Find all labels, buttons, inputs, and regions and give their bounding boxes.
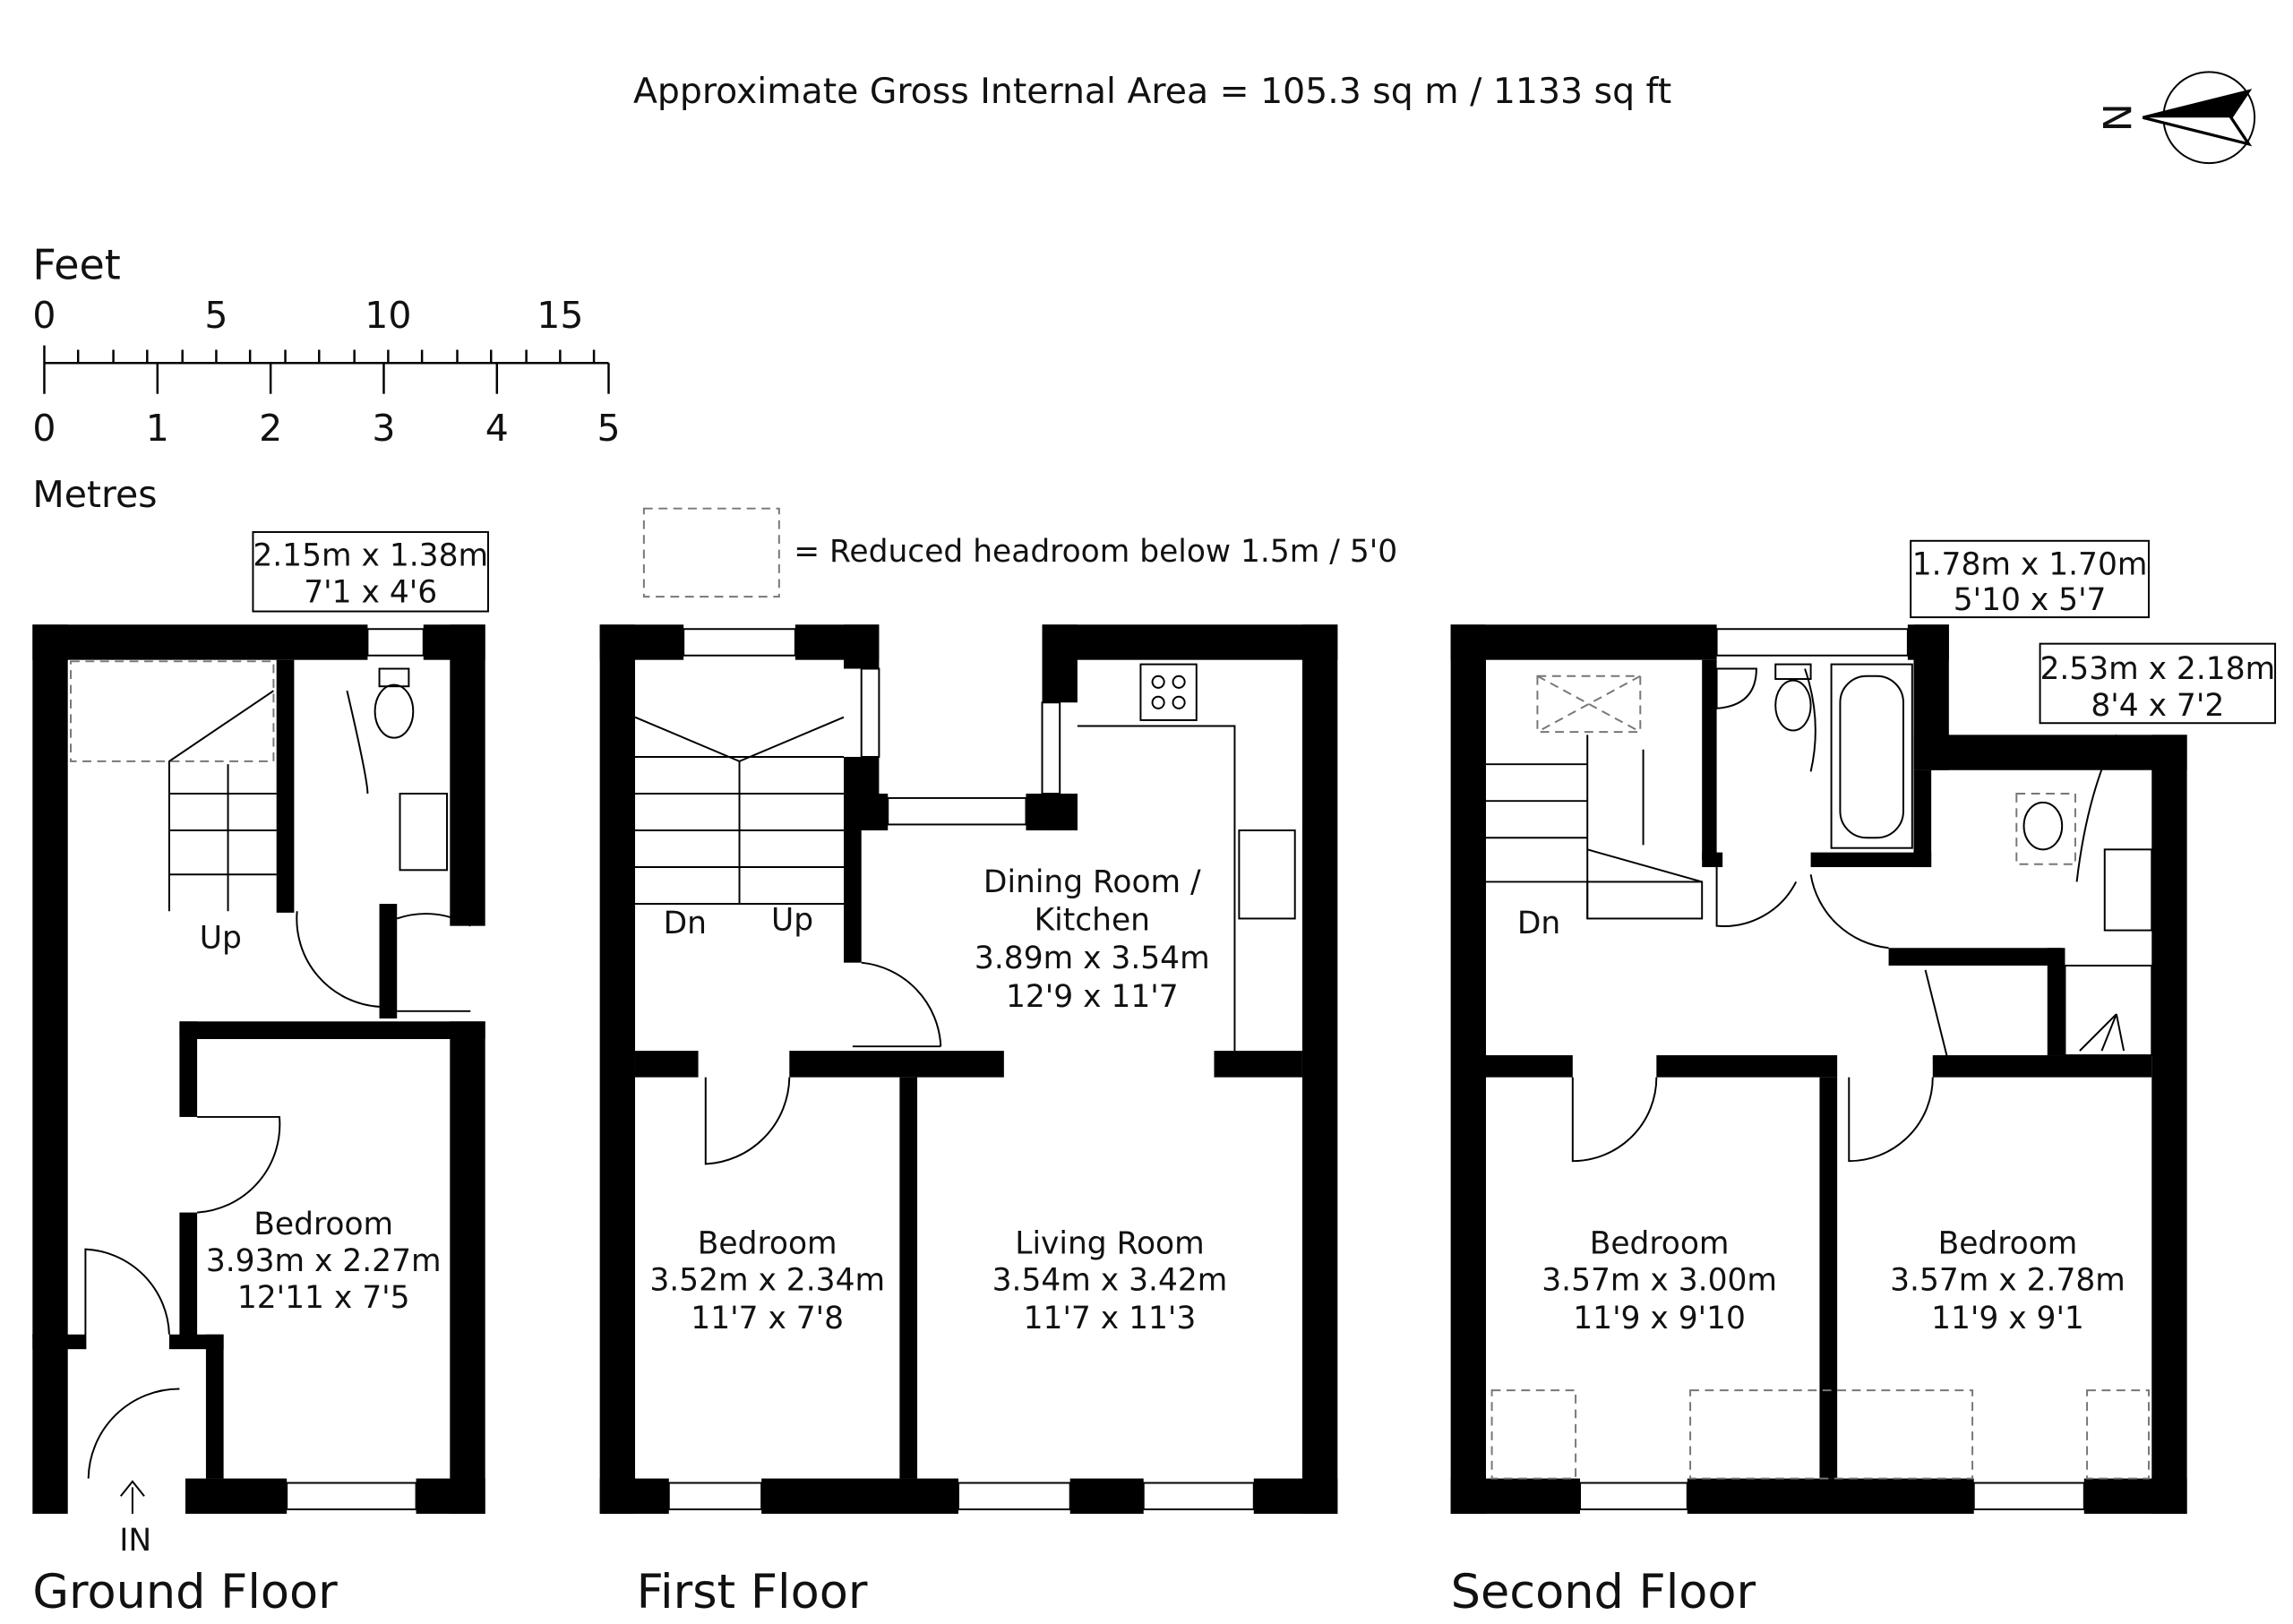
feet-tick-label: 5: [204, 294, 228, 337]
svg-text:Dining Room /: Dining Room /: [983, 864, 1201, 900]
svg-text:3.89m x 3.54m: 3.89m x 3.54m: [975, 941, 1210, 976]
ground-bathroom-callout: 2.15m x 1.38m 7'1 x 4'6: [252, 530, 489, 613]
compass-icon: N: [2093, 71, 2256, 165]
feet-tick-label: 10: [365, 294, 411, 337]
feet-tick-label: 15: [537, 294, 583, 337]
svg-text:11'9 x 9'1: 11'9 x 9'1: [1931, 1301, 2084, 1336]
first-stairs-down-label: Dn: [664, 906, 707, 941]
svg-text:Living Room: Living Room: [1015, 1226, 1204, 1262]
svg-text:Bedroom: Bedroom: [1590, 1226, 1730, 1262]
svg-text:8'4 x 7'2: 8'4 x 7'2: [2091, 688, 2224, 724]
metres-tick-label: 2: [259, 407, 282, 450]
shower-room-callout: 2.53m x 2.18m 8'4 x 7'2: [2039, 642, 2277, 725]
ground-bedroom-label: Bedroom 3.93m x 2.27m 12'11 x 7'5: [206, 1207, 442, 1316]
svg-text:11'9 x 9'10: 11'9 x 9'10: [1573, 1301, 1746, 1336]
second-bedroom-1-label: Bedroom 3.57m x 3.00m 11'9 x 9'10: [1542, 1226, 1777, 1337]
feet-label: Feet: [32, 241, 120, 289]
metres-tick-label: 1: [146, 407, 169, 450]
compass-north-letter: N: [2093, 103, 2138, 132]
svg-text:12'11 x 7'5: 12'11 x 7'5: [237, 1280, 410, 1316]
second-stairs-down-label: Dn: [1517, 906, 1560, 941]
svg-text:3.54m x 3.42m: 3.54m x 3.42m: [992, 1263, 1228, 1299]
metres-tick-label: 5: [597, 407, 620, 450]
svg-text:3.57m x 3.00m: 3.57m x 3.00m: [1542, 1263, 1777, 1299]
ground-stairs-up-label: Up: [200, 920, 242, 956]
metres-tick-label: 4: [485, 407, 509, 450]
svg-text:5'10 x 5'7: 5'10 x 5'7: [1954, 582, 2107, 618]
svg-text:12'9 x 11'7: 12'9 x 11'7: [1006, 979, 1179, 1015]
first-floor-plan: Dn Up Dining Room / Kitchen 3.89m x 3.54…: [599, 624, 1338, 1620]
headroom-legend-text: = Reduced headroom below 1.5m / 5'0: [794, 534, 1397, 570]
metres-tick-label: 3: [372, 407, 395, 450]
first-floor-title: First Floor: [637, 1565, 868, 1620]
ground-floor-title: Ground Floor: [32, 1565, 338, 1620]
feet-tick-label: 0: [32, 294, 56, 337]
second-floor-plan: Dn 1.78m x 1.70m 5'10 x 5'7 2.53m x 2.18…: [1450, 539, 2277, 1620]
first-bedroom-label: Bedroom 3.52m x 2.34m 11'7 x 7'8: [649, 1226, 885, 1337]
headroom-legend: = Reduced headroom below 1.5m / 5'0: [642, 507, 1397, 598]
svg-text:Bedroom: Bedroom: [698, 1226, 837, 1262]
svg-text:2.15m x 1.38m: 2.15m x 1.38m: [253, 538, 488, 574]
svg-text:11'7 x 11'3: 11'7 x 11'3: [1024, 1301, 1197, 1336]
svg-text:Kitchen: Kitchen: [1035, 903, 1150, 939]
scale-bar: Feet 0 5 10 15 0 1 2 3 4 5 Metres: [32, 241, 620, 516]
svg-text:7'1 x 4'6: 7'1 x 4'6: [304, 575, 437, 611]
first-stairs-up-label: Up: [771, 903, 813, 939]
gross-area-text: Approximate Gross Internal Area = 105.3 …: [633, 71, 1671, 112]
metres-label: Metres: [32, 473, 157, 516]
ground-floor-plan: Up IN 2.15m x 1.38m 7'1 x 4'6 Bedroom 3.…: [32, 530, 489, 1620]
second-floor-title: Second Floor: [1451, 1565, 1756, 1620]
svg-text:3.57m x 2.78m: 3.57m x 2.78m: [1890, 1263, 2126, 1299]
svg-text:Bedroom: Bedroom: [1938, 1226, 2078, 1262]
metres-tick-label: 0: [32, 407, 56, 450]
svg-text:2.53m x 2.18m: 2.53m x 2.18m: [2040, 651, 2275, 687]
svg-text:3.93m x 2.27m: 3.93m x 2.27m: [206, 1243, 442, 1279]
dining-kitchen-label: Dining Room / Kitchen 3.89m x 3.54m 12'9…: [975, 864, 1210, 1015]
svg-text:11'7 x 7'8: 11'7 x 7'8: [691, 1301, 844, 1336]
living-room-label: Living Room 3.54m x 3.42m 11'7 x 11'3: [992, 1226, 1228, 1337]
svg-text:1.78m x 1.70m: 1.78m x 1.70m: [1912, 547, 2148, 583]
svg-text:Bedroom: Bedroom: [253, 1207, 393, 1242]
second-bedroom-2-label: Bedroom 3.57m x 2.78m 11'9 x 9'1: [1890, 1226, 2126, 1337]
second-bathroom-callout: 1.78m x 1.70m 5'10 x 5'7: [1910, 539, 2150, 619]
svg-text:3.52m x 2.34m: 3.52m x 2.34m: [649, 1263, 885, 1299]
entrance-label: IN: [119, 1523, 151, 1559]
